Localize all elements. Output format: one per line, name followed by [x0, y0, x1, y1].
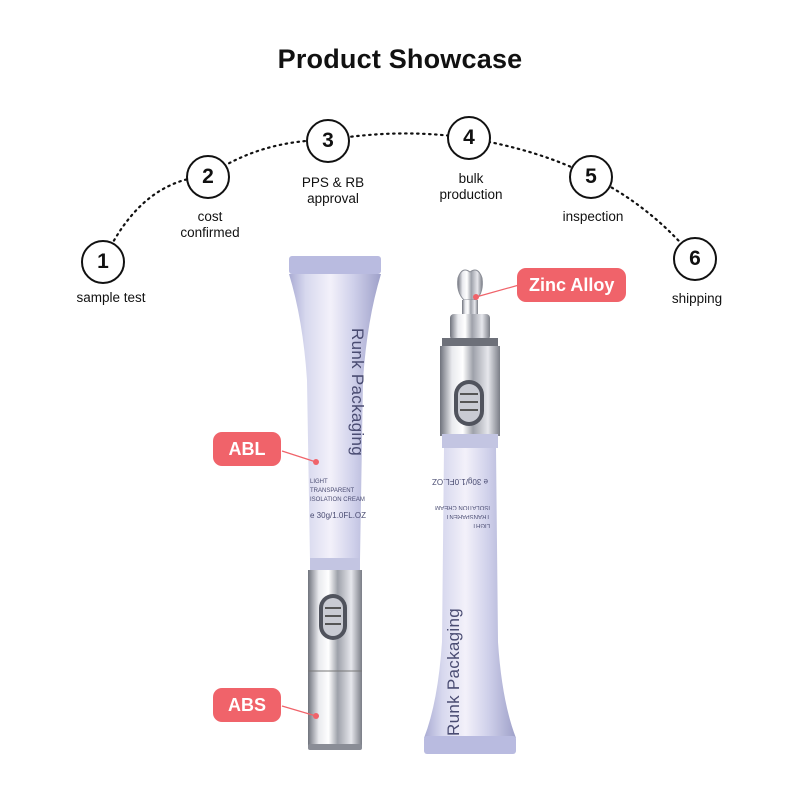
step-1-circle: 1 — [81, 240, 125, 284]
zinc-alloy-callout: Zinc Alloy — [517, 268, 627, 302]
right-tube-body — [424, 448, 516, 738]
abl-callout: ABL — [213, 432, 281, 466]
step-2-circle: 2 — [186, 155, 230, 199]
right-tube-product — [424, 269, 516, 754]
tube-crimp — [289, 256, 381, 274]
zinc-alloy-head — [457, 269, 483, 301]
metal-cap — [308, 670, 362, 748]
tube-body — [289, 274, 381, 560]
step-3-circle: 3 — [306, 119, 350, 163]
left-tube-line1: LIGHT — [310, 479, 328, 485]
step-5-circle: 5 — [569, 155, 613, 199]
tube-shoulder — [310, 558, 360, 572]
step-4-label: bulk production — [439, 171, 503, 202]
abs-callout: ABS — [213, 688, 281, 722]
step-6-label: shipping — [671, 291, 723, 306]
left-tube-line3: ISOLATION CREAM — [310, 497, 365, 503]
left-tube-line2: TRANSPARENT — [310, 488, 355, 494]
step-2-label: cost confirmed — [180, 209, 240, 240]
step-6-circle: 6 — [673, 237, 717, 281]
step-1-label: sample test — [76, 290, 146, 305]
right-tube-crimp — [424, 736, 516, 754]
page-title: Product Showcase — [277, 44, 523, 74]
step-4-circle: 4 — [447, 116, 491, 160]
left-tube-volume: e 30g/1.0FL.OZ — [310, 511, 367, 520]
step-3-label: PPS & RB approval — [301, 175, 365, 206]
left-tube-product — [289, 256, 381, 750]
step-5-label: inspection — [562, 209, 624, 224]
